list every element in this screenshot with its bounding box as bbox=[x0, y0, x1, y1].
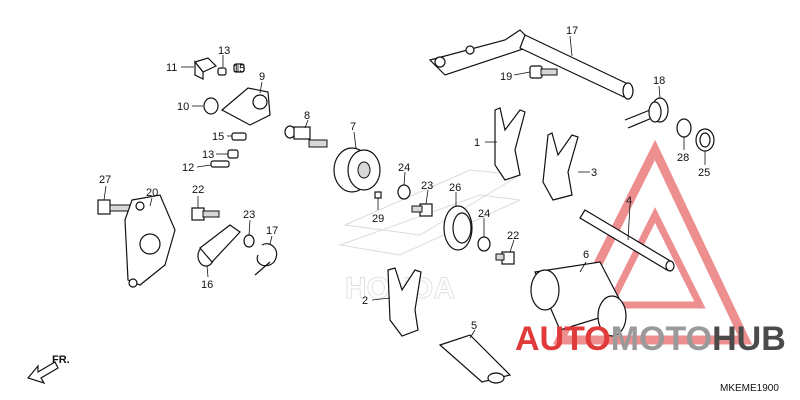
label-21: 22 bbox=[192, 184, 204, 196]
part-24-washer-top bbox=[397, 184, 411, 200]
label-20: 19 bbox=[500, 71, 512, 83]
label-2: 2 bbox=[362, 295, 368, 307]
part-29-pin bbox=[374, 191, 382, 199]
label-15-mid: 15 bbox=[212, 131, 224, 143]
label-24-low: 24 bbox=[478, 208, 490, 220]
label-14: 20 bbox=[146, 187, 158, 199]
part-22-bolt-top bbox=[411, 203, 433, 217]
part-8-bolt bbox=[284, 125, 328, 148]
label-5: 5 bbox=[471, 320, 477, 332]
watermark-text-hub: HUB bbox=[712, 320, 786, 358]
part-15-spring-mid bbox=[231, 132, 247, 141]
part-10-washer bbox=[203, 97, 219, 115]
watermark-text-auto: AUTO bbox=[515, 320, 611, 358]
part-1-shift-fork bbox=[494, 107, 526, 181]
label-6: 6 bbox=[583, 249, 589, 261]
part-19-spring bbox=[624, 97, 669, 129]
part-26-bearing bbox=[443, 205, 473, 251]
part-12-pin bbox=[210, 160, 230, 168]
part-14-plate bbox=[124, 194, 176, 288]
label-17: 17 bbox=[266, 225, 278, 237]
label-24-top: 24 bbox=[398, 162, 410, 174]
watermark-triangle bbox=[552, 139, 753, 345]
watermark-logo: AUTOMOTOHUB bbox=[515, 320, 786, 358]
callout-labels: 11 13 15 9 10 15 13 12 8 7 17 19 18 28 2… bbox=[99, 25, 710, 332]
part-3-shift-fork bbox=[542, 132, 579, 201]
label-22-low: 22 bbox=[507, 230, 519, 242]
diagram-code: MKEME1900 bbox=[720, 383, 779, 394]
part-22-bolt-low bbox=[495, 251, 515, 265]
part-9-stopper-arm bbox=[220, 87, 271, 126]
part-13-pin-mid bbox=[227, 149, 239, 159]
part-7-drum-center bbox=[333, 147, 381, 193]
part-23-washer bbox=[243, 234, 255, 248]
label-3: 3 bbox=[591, 167, 597, 179]
label-18: 17 bbox=[566, 25, 578, 37]
label-28: 28 bbox=[677, 152, 689, 164]
part-18-shift-shaft bbox=[428, 29, 634, 100]
svg-text:AUTOMOTOHUB: AUTOMOTOHUB bbox=[515, 320, 786, 358]
part-6-shift-drum bbox=[530, 261, 627, 337]
part-24-washer-low bbox=[477, 236, 491, 252]
part-5-fork-shaft bbox=[438, 334, 512, 384]
label-4: 4 bbox=[626, 195, 632, 207]
label-13-top: 13 bbox=[218, 45, 230, 57]
label-15-top: 15 bbox=[233, 63, 245, 75]
label-10: 10 bbox=[177, 101, 189, 113]
part-21-bolt bbox=[191, 207, 220, 221]
direction-label: FR. bbox=[52, 354, 70, 366]
label-11: 11 bbox=[166, 62, 177, 74]
part-11-block bbox=[193, 57, 218, 80]
label-26: 26 bbox=[449, 182, 461, 194]
label-16: 16 bbox=[201, 279, 213, 291]
label-1: 1 bbox=[474, 137, 480, 149]
label-7: 7 bbox=[350, 121, 356, 133]
part-27-bolt bbox=[97, 199, 131, 215]
part-2-shift-fork bbox=[387, 267, 422, 337]
part-15-spring-top bbox=[233, 63, 245, 73]
label-19: 18 bbox=[653, 75, 665, 87]
label-29: 29 bbox=[372, 213, 384, 225]
part-28-circlip bbox=[676, 118, 692, 138]
label-27: 27 bbox=[99, 174, 111, 186]
part-4-fork-shaft bbox=[579, 209, 675, 272]
part-13-pin-top bbox=[217, 67, 227, 76]
label-23: 23 bbox=[243, 209, 255, 221]
watermark-text-moto: MOTO bbox=[611, 320, 712, 358]
label-9: 9 bbox=[259, 71, 265, 83]
front-direction-arrow: FR. bbox=[26, 354, 70, 385]
label-25: 25 bbox=[698, 167, 710, 179]
label-22-top: 23 bbox=[421, 180, 433, 192]
part-16-link-arm bbox=[197, 224, 241, 267]
leader-lines bbox=[103, 35, 706, 339]
part-25-washer-inner bbox=[699, 132, 711, 148]
label-8: 8 bbox=[304, 110, 310, 122]
part-17-spring bbox=[254, 243, 278, 276]
label-13-mid: 13 bbox=[202, 149, 214, 161]
part-20-bolt bbox=[529, 65, 558, 79]
label-12: 12 bbox=[182, 162, 194, 174]
